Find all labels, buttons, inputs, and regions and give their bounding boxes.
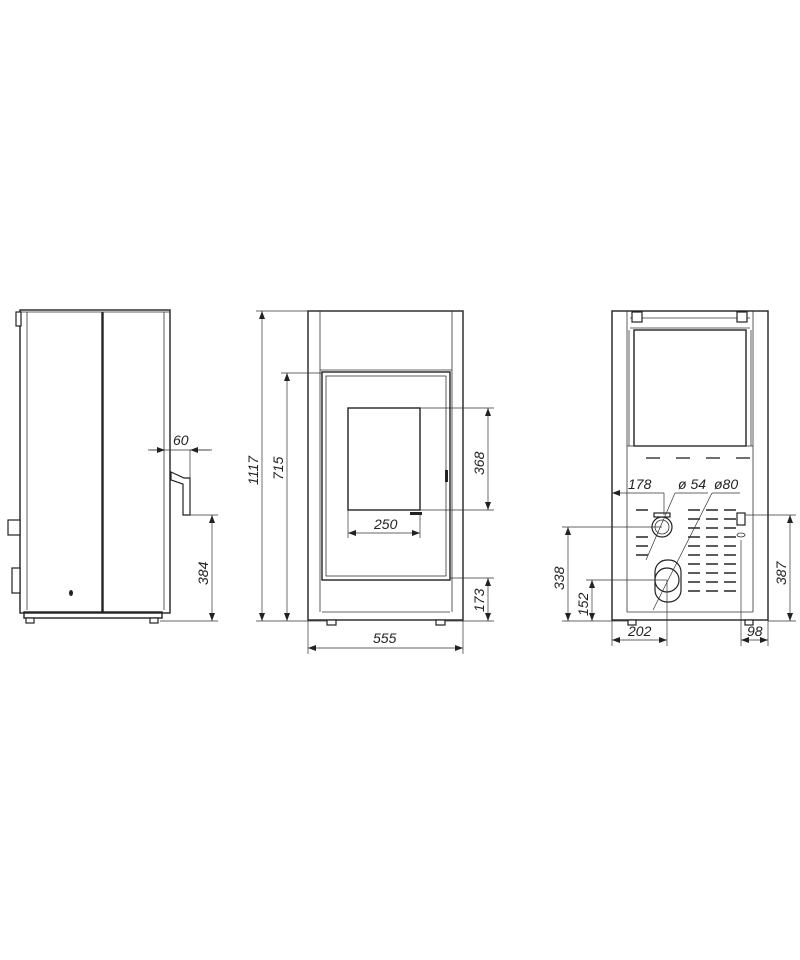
dim-air-inlet-height: 338 <box>551 566 567 590</box>
dim-window-width: 250 <box>373 516 398 532</box>
dim-base-height: 173 <box>471 588 487 612</box>
back-body-outline <box>611 310 769 621</box>
side-connector <box>7 519 21 536</box>
back-hopper-opening <box>633 329 747 447</box>
dim-door-height: 715 <box>270 456 286 480</box>
side-connector <box>11 567 21 594</box>
side-view: 60 384 <box>7 309 218 624</box>
dim-total-height: 1117 <box>245 455 261 485</box>
side-knob <box>69 590 73 596</box>
side-base <box>23 611 163 619</box>
dim-handle-height: 384 <box>195 561 211 585</box>
foot <box>744 619 754 626</box>
front-body-outline <box>307 310 464 621</box>
front-door <box>321 371 451 581</box>
foot <box>149 617 159 624</box>
dim-flue-height: 152 <box>575 592 591 616</box>
power-socket <box>736 512 746 526</box>
door-latch <box>445 470 448 482</box>
foot <box>326 619 337 626</box>
foot <box>25 617 35 624</box>
dim-socket-offset: 98 <box>747 623 763 639</box>
front-window <box>347 407 421 511</box>
dim-air-inlet-offset: 178 <box>628 476 652 492</box>
dim-socket-height: 387 <box>773 560 789 585</box>
back-vents <box>636 457 750 592</box>
front-view: 1117 715 368 250 173 555 <box>245 310 494 654</box>
dim-flue-diameter: ø80 <box>714 476 738 492</box>
side-body-outline <box>19 309 171 614</box>
dim-flue-offset: 202 <box>627 623 652 639</box>
foot <box>435 619 446 626</box>
foot <box>627 619 637 626</box>
dim-window-height: 368 <box>471 451 487 475</box>
dim-air-inlet-diameter: ø 54 <box>678 476 706 492</box>
back-view: 178 ø 54 ø80 338 152 202 98 387 <box>551 310 796 646</box>
dim-handle-depth: 60 <box>173 432 189 448</box>
door-handle <box>170 471 191 516</box>
dim-total-width: 555 <box>373 630 397 646</box>
